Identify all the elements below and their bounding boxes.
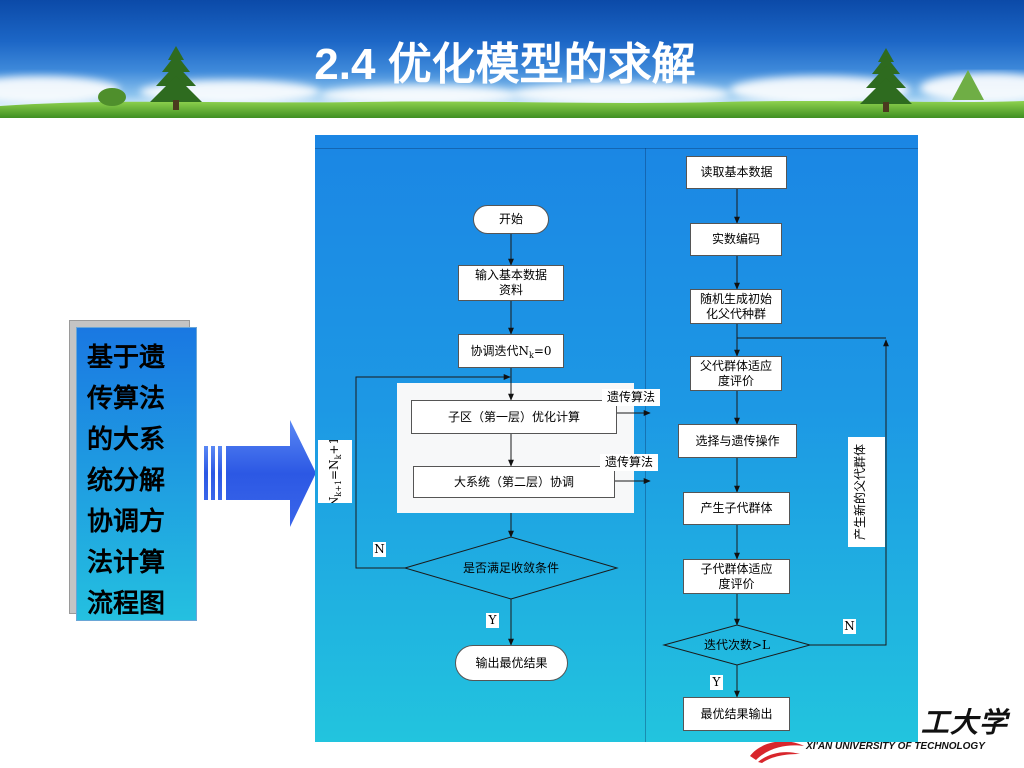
new-parent-loop-text: 产生新的父代群体: [853, 443, 867, 541]
pointer-arrow-icon: [204, 420, 316, 527]
level1-optimize-node: 子区（第一层）优化计算: [411, 400, 617, 434]
convergence-check-label: 是否满足收敛条件: [462, 561, 559, 575]
side-caption-line: 协调方: [87, 507, 166, 537]
page-title: 2.4 优化模型的求解: [314, 40, 696, 89]
arrow-stripe: [204, 446, 208, 500]
input-data-line: 资料: [498, 283, 523, 297]
side-caption: 基于遗 传算法 的大系 统分解 协调方 法计算 流程图: [76, 327, 197, 621]
university-name-en: XI'AN UNIVERSITY OF TECHNOLOGY: [806, 741, 985, 752]
init-iteration-node: 协调迭代Nk=0: [458, 334, 564, 368]
connector-convergence-no-loop: [355, 374, 511, 569]
init-population-line: 随机生成初始: [699, 291, 772, 306]
selection-label: 选择与遗传操作: [695, 433, 780, 448]
iteration-check-yes-label: Y: [710, 675, 723, 690]
level1-optimize-label: 子区（第一层）优化计算: [447, 409, 580, 424]
level2-coordinate-label: 大系统（第二层）协调: [453, 474, 574, 489]
convergence-check-diamond: [403, 536, 619, 600]
offspring-fitness-line: 子代群体适应: [700, 561, 773, 576]
pine-tree-left-icon: [150, 46, 202, 110]
convergence-no-label: N: [373, 542, 386, 557]
arrow-stripe: [211, 446, 215, 500]
iteration-update-label: Nk+1=Nk+1: [318, 440, 352, 503]
iteration-check-label: 迭代次数>L: [703, 638, 771, 652]
arrow-body: [226, 420, 316, 527]
connector-check-no-loop-up: [810, 339, 889, 646]
side-caption-line: 传算法: [87, 384, 166, 414]
iteration-update-eq: =N: [327, 458, 341, 480]
offspring-fitness-node: 子代群体适应 度评价: [683, 559, 790, 594]
convergence-yes-label: Y: [486, 613, 499, 628]
side-caption-line: 流程图: [87, 589, 166, 619]
university-logo-calligraphy: 工大学: [921, 706, 1009, 739]
side-caption-line: 统分解: [87, 466, 166, 496]
pine-tree-right-icon: [860, 48, 912, 112]
iteration-update-sub2: k: [334, 454, 343, 459]
offspring-fitness-line: 度评价: [718, 576, 755, 591]
arrow-stripe: [218, 446, 222, 500]
read-data-node: 读取基本数据: [686, 156, 787, 189]
encoding-node: 实数编码: [690, 223, 782, 256]
small-tree-left-icon: [98, 88, 126, 106]
iteration-update-text: Nk+1=Nk+1: [327, 440, 343, 503]
start-node-label: 开始: [498, 212, 523, 226]
selection-node: 选择与遗传操作: [678, 424, 797, 458]
banner-scenery: [0, 46, 1024, 118]
university-emblem-icon: [750, 741, 804, 763]
init-iteration-text: 协调迭代N: [470, 344, 529, 358]
iteration-check-diamond: [662, 624, 812, 666]
panel-divider-vertical: [645, 148, 646, 742]
small-tree-right-icon: [952, 70, 984, 100]
encoding-label: 实数编码: [711, 232, 760, 246]
parent-fitness-node: 父代群体适应 度评价: [690, 356, 782, 391]
read-data-label: 读取基本数据: [700, 165, 773, 179]
side-caption-line: 的大系: [87, 425, 166, 455]
start-node: 开始: [473, 205, 549, 234]
init-iteration-tail: =0: [533, 344, 552, 358]
method-tag-level2: 遗传算法: [600, 454, 658, 471]
parent-fitness-line: 度评价: [717, 373, 754, 388]
side-caption-line: 法计算: [87, 548, 166, 578]
best-result-output-node: 最优结果输出: [683, 697, 790, 731]
best-result-output-label: 最优结果输出: [700, 706, 773, 721]
init-population-node: 随机生成初始 化父代种群: [690, 289, 782, 324]
init-population-line: 化父代种群: [705, 306, 766, 321]
output-result-label: 输出最优结果: [475, 655, 548, 670]
input-data-line: 输入基本数据: [474, 268, 547, 282]
grass-strip: [0, 101, 1024, 118]
panel-divider-horizontal: [315, 148, 918, 149]
iteration-update-tail: +1: [327, 440, 341, 455]
output-result-node: 输出最优结果: [455, 645, 568, 681]
new-parent-loop-label: 产生新的父代群体: [848, 437, 885, 547]
level2-coordinate-node: 大系统（第二层）协调: [413, 466, 615, 498]
offspring-label: 产生子代群体: [700, 501, 773, 515]
init-iteration-subscript: k: [528, 351, 534, 360]
method-tag-level1: 遗传算法: [602, 389, 660, 406]
parent-fitness-line: 父代群体适应: [699, 358, 772, 373]
iteration-check-no-label: N: [843, 619, 856, 634]
header-banner: 2.4 优化模型的求解: [0, 0, 1024, 118]
side-caption-line: 基于遗: [87, 343, 166, 373]
offspring-node: 产生子代群体: [683, 492, 790, 525]
iteration-update-n1: N: [327, 496, 341, 503]
input-data-node: 输入基本数据 资料: [458, 265, 564, 301]
iteration-update-sub1: k+1: [334, 479, 343, 497]
